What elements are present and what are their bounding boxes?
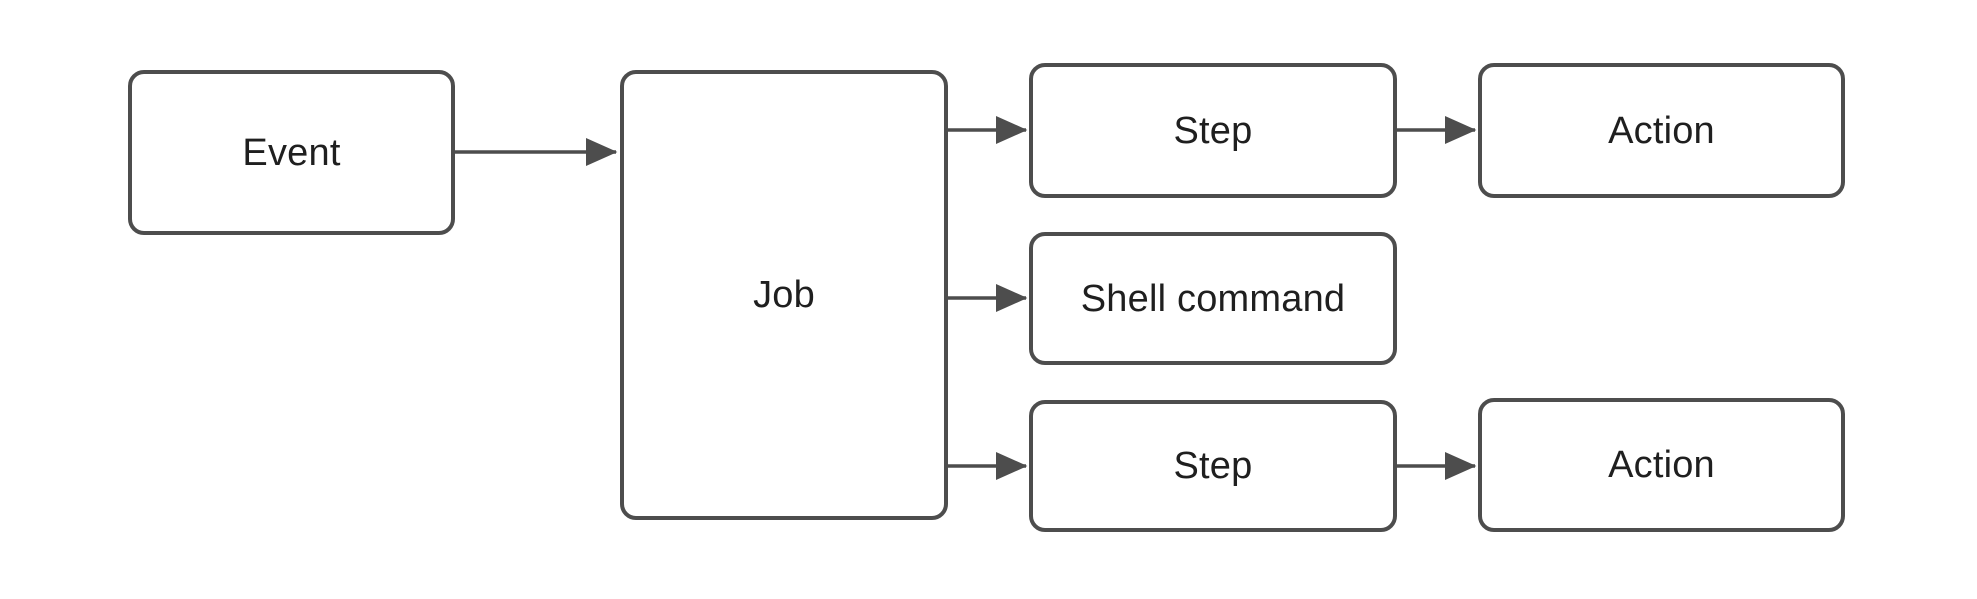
- node-event[interactable]: Event: [128, 70, 455, 235]
- node-step-bottom[interactable]: Step: [1029, 400, 1397, 532]
- node-event-label: Event: [242, 131, 341, 174]
- node-action-top[interactable]: Action: [1478, 63, 1845, 198]
- node-action-bottom-label: Action: [1608, 444, 1715, 486]
- node-shell-command[interactable]: Shell command: [1029, 232, 1397, 365]
- node-action-top-label: Action: [1608, 109, 1715, 152]
- node-step-top[interactable]: Step: [1029, 63, 1397, 198]
- node-step-top-label: Step: [1173, 109, 1253, 152]
- node-shell-command-label: Shell command: [1080, 277, 1346, 320]
- node-job-label: Job: [753, 274, 815, 316]
- node-job[interactable]: Job: [620, 70, 948, 520]
- node-step-bottom-label: Step: [1173, 445, 1253, 487]
- node-action-bottom[interactable]: Action: [1478, 398, 1845, 532]
